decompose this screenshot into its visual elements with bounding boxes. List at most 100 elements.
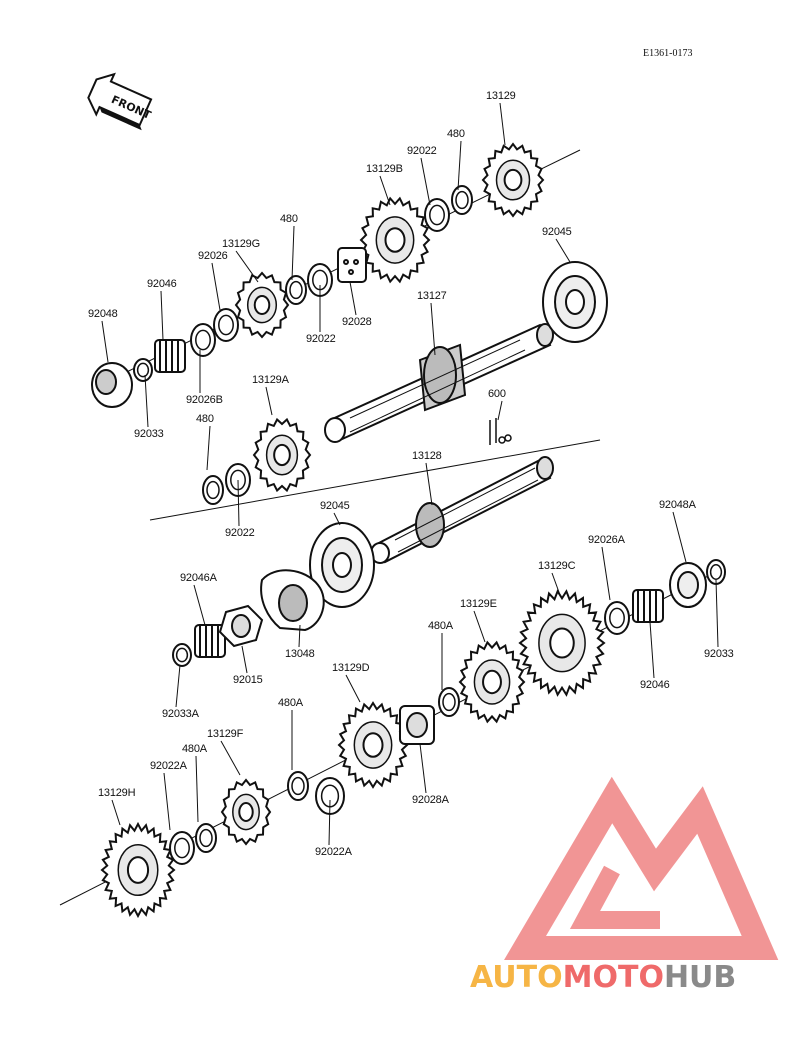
shaft-13128 [370,456,554,564]
circlip-480-left [202,475,224,505]
bearing-92045-low [309,522,375,608]
leader-13128 [425,462,433,506]
part-label-13129e: 13129E [460,598,497,610]
gear-13129e [458,640,526,724]
washer-92022-top [424,198,450,232]
part-label-13129h: 13129H [98,787,136,799]
leader-92026a [601,546,611,601]
leader-13129g [235,250,259,283]
part-label-13128: 13128 [412,450,442,462]
part-label-92022: 92022 [306,333,336,345]
circlip-480-top [451,185,473,215]
leader-92022 [420,157,431,206]
pins-600 [489,418,512,445]
leader-92046 [649,621,655,679]
leader-92015 [241,645,248,674]
collar-92048 [91,362,133,408]
watermark-outer [504,776,779,960]
part-label-92033: 92033 [704,648,734,660]
leader-480a [195,755,199,823]
bushing-92028A [399,705,435,745]
part-label-13129g: 13129G [222,238,260,250]
part-label-92026b: 92026B [186,394,223,406]
leader-13127 [430,302,436,356]
part-label-92046: 92046 [147,278,177,290]
part-label-92028: 92028 [342,316,372,328]
needle-bearing-92046A [194,624,226,658]
gears-layer [100,142,606,919]
front-arrow-icon: FRONT [87,72,153,131]
leader-lines [101,102,719,846]
part-label-92022a: 92022A [150,760,187,772]
part-label-92022: 92022 [407,145,437,157]
part-label-480a: 480A [428,620,453,632]
leader-92028 [349,281,357,316]
leader-13129d [345,674,361,703]
leader-13129c [551,572,561,596]
logo-part-hub: HUB [663,960,737,995]
collar-92048A [669,562,707,608]
leader-92033 [144,374,149,428]
part-label-92022: 92022 [225,527,255,539]
leader-92033 [715,579,719,648]
leader-92022a [328,799,331,846]
part-label-92033: 92033 [134,428,164,440]
leader-13129e [473,610,486,643]
part-label-13129: 13129 [486,90,516,102]
watermark-inner [569,865,660,929]
leader-92022 [237,479,240,527]
watermark-triangle [504,776,779,960]
part-label-13129d: 13129D [332,662,370,674]
gear-13129f [220,778,272,846]
part-label-92045: 92045 [542,226,572,238]
part-label-480a: 480A [182,743,207,755]
part-label-92015: 92015 [233,674,263,686]
part-label-92022a: 92022A [315,846,352,858]
leader-92022a [163,772,171,831]
leader-13129h [111,799,121,826]
gear-13129g [234,271,290,339]
logo-part-auto: AUTO [470,960,563,995]
part-label-13129a: 13129A [252,374,289,386]
part-label-92046a: 92046A [180,572,217,584]
washer-92026a [604,601,630,635]
leader-13048 [298,624,301,648]
part-label-13129c: 13129C [538,560,576,572]
part-label-480a: 480A [278,697,303,709]
part-label-13127: 13127 [417,290,447,302]
circlip-92033-right [706,559,726,585]
part-label-92048a: 92048A [659,499,696,511]
leader-92028a [419,743,427,794]
leader-92033a [175,664,181,708]
gear-13129h [100,821,176,919]
diagram-code: E1361-0173 [643,48,693,59]
gear-13129b [359,196,431,284]
part-label-480: 480 [447,128,465,140]
leader-92048a [672,511,687,563]
needle-bearing-92046-low [632,589,664,623]
washer-92022a-r [315,777,345,815]
leader-480 [291,225,295,281]
part-label-480: 480 [280,213,298,225]
part-label-92026a: 92026A [588,534,625,546]
leader-92045 [555,238,571,263]
leader-600 [497,400,503,421]
part-label-13129b: 13129B [366,163,403,175]
rings-layer [133,185,726,865]
leader-92045 [333,512,341,526]
shaft-13127 [324,323,554,443]
circlip-480a-l [195,823,217,853]
bushing-92028 [337,247,367,283]
part-label-600: 600 [488,388,506,400]
part-label-92048: 92048 [88,308,118,320]
gear-13129a [252,417,312,493]
circlip-92033-top [133,358,153,382]
part-label-92045: 92045 [320,500,350,512]
logo-part-moto: MOTO [562,960,664,995]
bearing-92045-top [542,261,608,343]
washer-92026b [190,323,216,357]
circlip-480a-r [438,687,460,717]
part-label-92046: 92046 [640,679,670,691]
